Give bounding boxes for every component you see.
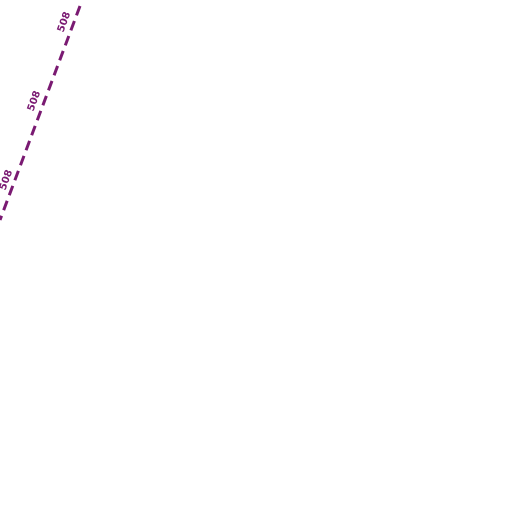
route-line[interactable] (0, 5, 82, 221)
